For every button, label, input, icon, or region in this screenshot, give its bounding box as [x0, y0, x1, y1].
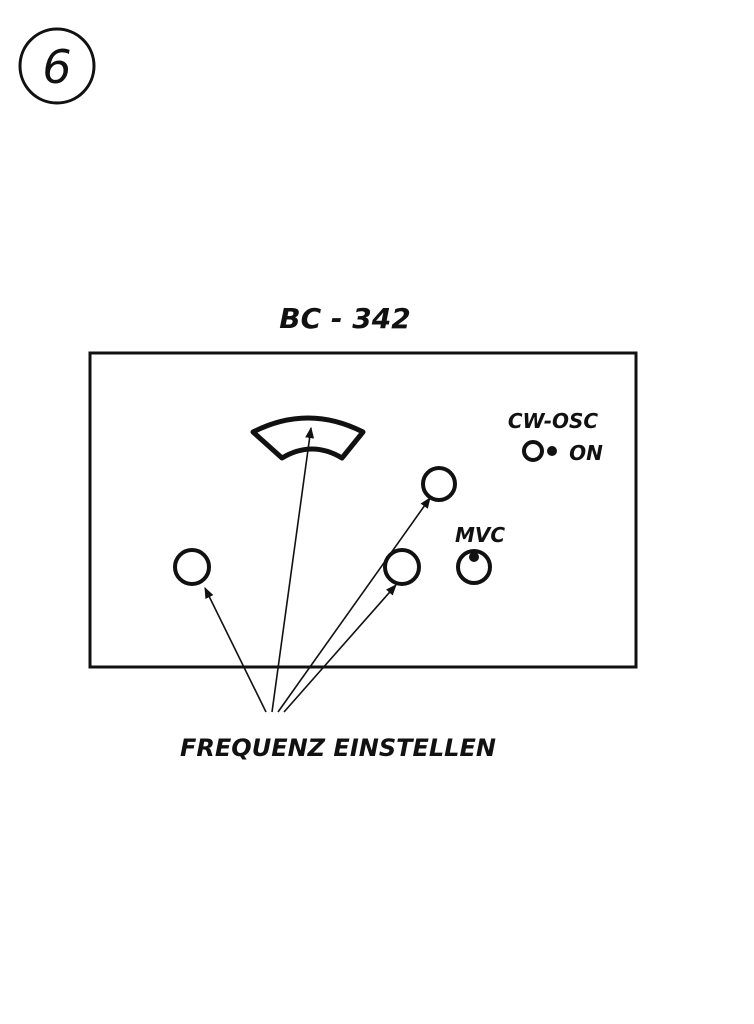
- arrow-to-upper-knob: [277, 497, 431, 713]
- cw-osc-label: CW-OSC: [508, 409, 599, 433]
- on-label: ON: [569, 441, 603, 465]
- cw-osc-switch: CW-OSC ON: [508, 409, 603, 465]
- page-number: 6: [42, 40, 71, 94]
- page-number-badge: 6: [18, 27, 96, 105]
- arrow-to-meter: [271, 426, 315, 713]
- mvc-control: MVC: [455, 523, 505, 585]
- arrow-to-left-knob: [204, 586, 267, 713]
- arrow-to-middle-knob: [283, 584, 397, 713]
- cw-osc-on-position: [547, 446, 557, 456]
- pointer-arrows: [204, 426, 431, 713]
- tuning-knob-left: [173, 548, 211, 586]
- panel-outline: [88, 351, 638, 669]
- mvc-knob: [456, 549, 492, 585]
- tuning-knob-upper: [421, 466, 457, 502]
- tuning-meter-dial: [250, 415, 366, 461]
- mvc-label: MVC: [455, 523, 505, 547]
- diagram-title: BC - 342: [279, 302, 410, 335]
- tuning-knob-middle: [383, 548, 421, 586]
- caption: FREQUENZ EINSTELLEN: [180, 734, 496, 762]
- mvc-knob-indicator: [469, 552, 479, 562]
- cw-osc-toggle: [522, 440, 544, 462]
